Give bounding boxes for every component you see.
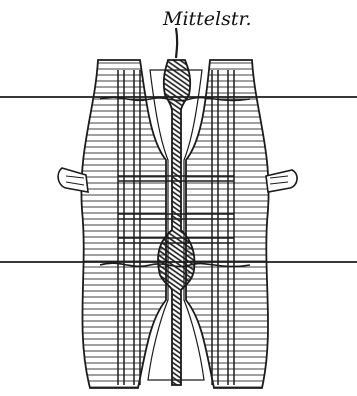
label-leader-line — [176, 28, 177, 58]
right-side-stub — [266, 170, 297, 192]
mittelstreifen-label: Mittelstr. — [162, 8, 252, 30]
